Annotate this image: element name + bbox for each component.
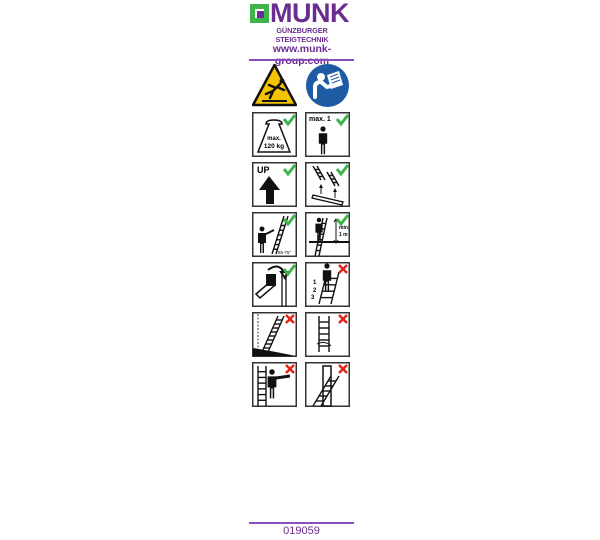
ladder-inspection-icon: [305, 162, 350, 207]
min-label: min.: [339, 225, 350, 231]
fall-hazard-warning-icon: [252, 63, 297, 108]
cross-icon: [338, 364, 348, 374]
step-1: 1: [313, 280, 317, 286]
check-icon: [282, 114, 297, 127]
step-2: 2: [313, 288, 317, 294]
overreaching-icon: [252, 362, 297, 407]
ladder-overhang-icon: min.1 m: [305, 212, 350, 257]
check-icon: [335, 214, 350, 227]
munk-logo-mark: [250, 4, 269, 23]
article-code: 019059: [283, 525, 320, 537]
cross-icon: [338, 264, 348, 274]
divider: [249, 522, 354, 524]
check-icon: [335, 164, 350, 177]
up-arrow-icon: UP: [252, 162, 297, 207]
overhang-value: 1 m: [339, 232, 348, 238]
ladder-angle-icon: 65-75°: [252, 212, 297, 257]
read-manual-icon: [305, 63, 350, 108]
check-icon: [335, 114, 350, 127]
step-3: 3: [311, 295, 315, 301]
max-load-weight-icon: max.120 kg: [252, 112, 297, 157]
damaged-ladder-icon: [305, 312, 350, 357]
lock-spreader-icon: [252, 262, 297, 307]
check-icon: [282, 164, 297, 177]
brand-name: MUNK: [270, 0, 350, 28]
cross-icon: [285, 364, 295, 374]
brand-tagline: GÜNZBURGER STEIGTECHNIK: [275, 26, 329, 44]
up-label: UP: [257, 165, 270, 175]
load-value: 120 kg: [264, 143, 284, 150]
uneven-ground-icon: [252, 312, 297, 357]
cross-icon: [338, 314, 348, 324]
cross-icon: [285, 314, 295, 324]
brand-url: www.munk-group.com: [272, 43, 332, 67]
ladder-on-object-icon: [305, 362, 350, 407]
max-label: max.: [267, 136, 281, 142]
angle-label: 65-75°: [278, 250, 292, 255]
check-icon: [282, 264, 297, 277]
divider: [249, 59, 354, 61]
check-icon: [282, 214, 297, 227]
max-one-person-icon: max. 1: [305, 112, 350, 157]
persons-label: max. 1: [309, 116, 331, 123]
